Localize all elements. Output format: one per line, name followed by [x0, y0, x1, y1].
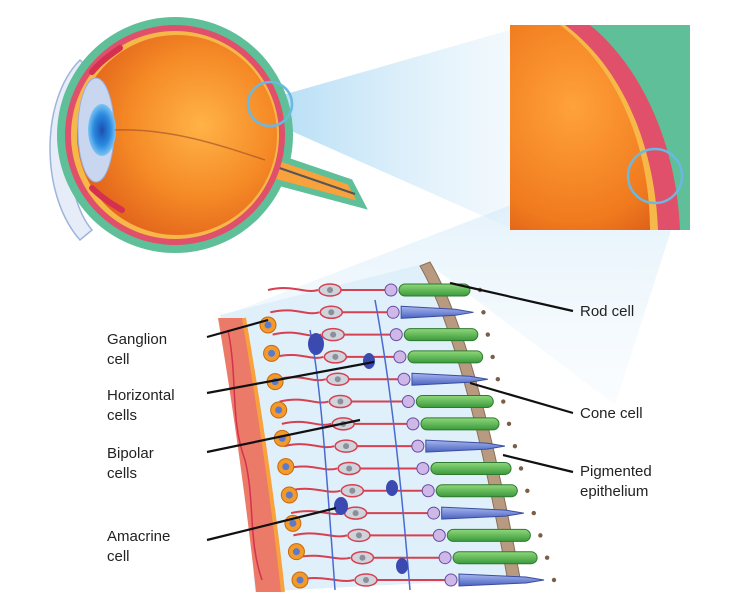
bipolar-nucleus: [352, 510, 359, 517]
cone-cell: [458, 573, 545, 587]
bipolar-nucleus: [327, 287, 333, 293]
horizontal-cell-body: [396, 558, 408, 574]
highlight-circle-zoom: [626, 147, 684, 205]
horizontal-cell-body: [363, 353, 375, 369]
bipolar-axon: [267, 287, 319, 292]
bipolar-nucleus: [346, 465, 353, 472]
bipolar-nucleus: [363, 577, 369, 583]
rod-cell: [452, 551, 538, 565]
bipolar-axon: [293, 532, 348, 538]
bipolar-nucleus: [328, 309, 335, 316]
leader-ganglion: [206, 318, 269, 339]
leader-pigmented: [502, 453, 574, 474]
horizontal-cell-body: [386, 480, 398, 496]
bipolar-axon: [281, 420, 332, 426]
epithelium-cell: [506, 421, 512, 427]
leader-cone: [469, 381, 574, 415]
photoreceptor-nucleus: [411, 439, 425, 453]
cone-cell: [441, 506, 524, 520]
bipolar-nucleus: [349, 487, 356, 494]
epithelium-cell: [538, 533, 543, 538]
cone-cell: [411, 372, 488, 386]
photoreceptor-nucleus: [393, 350, 407, 364]
epithelium-cell: [490, 354, 495, 360]
ganglion-nucleus: [285, 491, 293, 499]
bipolar-nucleus: [337, 398, 344, 405]
cone-cell: [400, 305, 474, 319]
cone-cell: [425, 439, 506, 453]
photoreceptor-nucleus: [432, 528, 446, 542]
label-amacrine-cell: Amacrine cell: [107, 528, 171, 565]
photoreceptor-nucleus: [389, 328, 403, 342]
bipolar-axon: [279, 398, 329, 404]
ganglion-nucleus: [296, 576, 304, 584]
epithelium-cell: [495, 377, 501, 382]
zoomed-retina: [510, 25, 690, 230]
photoreceptor-nucleus: [416, 461, 430, 475]
bipolar-axon: [270, 309, 320, 315]
ganglion-nucleus: [282, 463, 290, 471]
leader-horizontal: [206, 360, 375, 395]
epithelium-cell: [485, 332, 491, 337]
bipolar-nucleus: [330, 331, 337, 338]
bipolar-nucleus: [355, 532, 362, 539]
label-horizontal-cells: Horizontal cells: [107, 387, 175, 424]
epithelium-cell: [501, 399, 506, 404]
leader-rod: [449, 281, 574, 313]
rod-cell: [407, 350, 484, 364]
photoreceptor-nucleus: [384, 283, 398, 297]
photoreceptor-nucleus: [438, 551, 452, 565]
rod-cell: [435, 484, 518, 498]
bipolar-nucleus: [359, 554, 366, 561]
bipolar-nucleus: [343, 443, 350, 450]
epithelium-cell: [531, 510, 536, 516]
ganglion-nucleus: [289, 519, 297, 527]
photoreceptor-nucleus: [421, 484, 435, 498]
rod-cell: [415, 395, 494, 409]
bipolar-nucleus: [334, 376, 341, 383]
ganglion-nucleus: [268, 349, 276, 357]
ganglion-nucleus: [275, 406, 283, 414]
epithelium-cell: [512, 443, 518, 449]
leader-amacrine: [206, 506, 337, 542]
leader-lines: [206, 281, 574, 542]
epithelium-cell: [518, 466, 524, 471]
leader-bipolar: [206, 418, 361, 454]
photoreceptor-nucleus: [401, 395, 415, 409]
highlight-circle-eye: [246, 80, 294, 128]
rod-cell: [446, 528, 531, 542]
photoreceptor-nucleus: [444, 573, 458, 587]
photoreceptor-nucleus: [406, 417, 420, 431]
photoreceptor-nucleus: [427, 506, 441, 520]
label-bipolar-cells: Bipolar cells: [107, 445, 154, 482]
zoom-beam-upper: [265, 30, 510, 228]
bipolar-nucleus: [332, 353, 339, 360]
rod-cell: [398, 283, 471, 297]
epithelium-cell: [544, 555, 550, 560]
label-rod-cell: Rod cell: [580, 303, 635, 320]
bipolar-axon: [283, 443, 335, 449]
epithelium-cell: [551, 577, 557, 583]
label-pigmented-epithelium: Pigmented epithelium: [580, 463, 652, 500]
photoreceptor-nucleus: [386, 305, 400, 319]
ganglion-nucleus: [264, 321, 272, 329]
iris: [88, 104, 116, 156]
amacrine-cell-body: [334, 497, 348, 515]
label-ganglion-cell: Ganglion cell: [107, 331, 168, 368]
eye-cross-section: [49, 17, 368, 253]
amacrine-cell-body: [308, 333, 324, 355]
epithelium-cell: [525, 488, 530, 493]
horizontal-process: [374, 299, 411, 591]
photoreceptor-nucleus: [397, 372, 411, 386]
label-cone-cell: Cone cell: [580, 405, 643, 422]
bipolar-axon: [274, 353, 324, 359]
rod-cell: [420, 417, 500, 431]
ganglion-nucleus: [292, 548, 300, 556]
rod-cell: [403, 328, 479, 342]
epithelium-cell: [481, 310, 486, 315]
rod-cell: [430, 461, 512, 475]
